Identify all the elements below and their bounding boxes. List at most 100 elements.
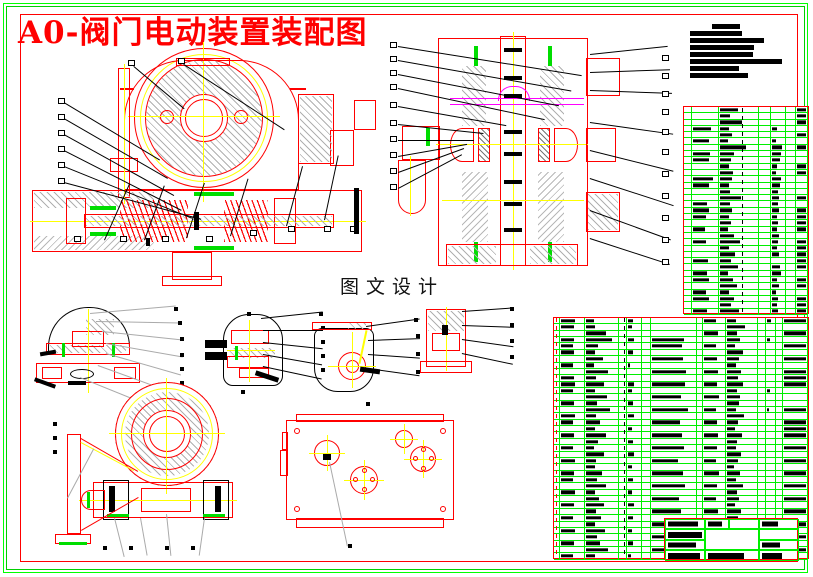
table-row[interactable]	[684, 245, 808, 252]
table-row[interactable]	[554, 368, 809, 376]
table-cell	[554, 387, 560, 394]
title-block-cell[interactable]	[665, 529, 705, 540]
table-row[interactable]	[554, 394, 809, 401]
table-row[interactable]	[554, 349, 809, 357]
cell-text-bar	[560, 388, 573, 393]
cell-text-bar	[797, 170, 807, 175]
table-row[interactable]	[684, 264, 808, 271]
table-row[interactable]	[554, 438, 809, 446]
table-row[interactable]	[684, 226, 808, 233]
table-row[interactable]	[554, 387, 809, 395]
table-row[interactable]	[554, 343, 809, 350]
table-row[interactable]	[684, 302, 808, 309]
table-row[interactable]	[554, 426, 809, 433]
table-row[interactable]	[554, 508, 809, 516]
table-row[interactable]	[554, 457, 809, 465]
table-cell	[796, 232, 808, 239]
table-row[interactable]	[554, 489, 809, 497]
balloon-marker	[662, 193, 669, 199]
title-block-cell[interactable]	[759, 519, 799, 529]
table-cell	[692, 239, 720, 245]
table-row[interactable]	[684, 239, 808, 246]
table-cell	[692, 270, 720, 277]
bom-table-upper[interactable]	[683, 106, 809, 315]
table-row[interactable]	[684, 157, 808, 164]
table-cell	[651, 457, 698, 464]
table-row[interactable]	[684, 220, 808, 227]
title-block-cell[interactable]	[759, 550, 799, 561]
title-block-cell[interactable]	[729, 519, 759, 529]
title-block-cell[interactable]	[665, 519, 705, 529]
table-row[interactable]	[684, 251, 808, 259]
table-row[interactable]	[684, 176, 808, 183]
table-row[interactable]	[684, 144, 808, 152]
cell-text-bar	[627, 338, 634, 342]
cell-text-bar	[771, 145, 782, 150]
table-row[interactable]	[684, 163, 808, 170]
table-row[interactable]	[684, 188, 808, 196]
table-row[interactable]	[554, 337, 809, 344]
title-block-cell[interactable]	[705, 550, 759, 561]
cell-text-bar	[703, 395, 719, 399]
table-cell	[619, 508, 627, 515]
title-block-cell[interactable]	[759, 529, 799, 540]
table-row[interactable]	[684, 113, 808, 120]
table-row[interactable]	[554, 400, 809, 408]
table-row[interactable]	[554, 419, 809, 427]
table-row[interactable]	[554, 432, 809, 439]
cell-text-bar	[585, 414, 596, 418]
table-row[interactable]	[684, 295, 808, 303]
table-row[interactable]	[684, 232, 808, 240]
title-block-cell[interactable]	[665, 550, 705, 561]
table-cell	[585, 502, 619, 508]
cell-text-bar	[771, 284, 779, 288]
table-row[interactable]	[684, 283, 808, 290]
table-row[interactable]	[554, 502, 809, 509]
table-row[interactable]	[684, 182, 808, 189]
table-row[interactable]	[684, 132, 808, 139]
table-cell	[719, 144, 759, 151]
title-block[interactable]	[664, 518, 799, 561]
title-block-cell[interactable]	[759, 540, 799, 550]
table-row[interactable]	[554, 381, 809, 388]
table-row[interactable]	[684, 258, 808, 265]
title-block-cell[interactable]	[665, 540, 705, 550]
table-row[interactable]	[554, 476, 809, 484]
table-row[interactable]	[554, 407, 809, 414]
table-row[interactable]	[684, 308, 808, 315]
table-row[interactable]	[554, 362, 809, 369]
table-row[interactable]	[554, 375, 809, 382]
table-row[interactable]	[684, 125, 808, 133]
table-row[interactable]	[684, 195, 808, 202]
table-row[interactable]	[554, 318, 809, 325]
table-row[interactable]	[684, 277, 808, 284]
table-cell	[758, 496, 767, 502]
table-row[interactable]	[554, 483, 809, 490]
table-row[interactable]	[684, 201, 808, 208]
table-row[interactable]	[684, 270, 808, 278]
table-row[interactable]	[684, 119, 808, 126]
table-row[interactable]	[554, 464, 809, 471]
table-row[interactable]	[554, 451, 809, 458]
table-row[interactable]	[684, 151, 808, 158]
table-row[interactable]	[684, 138, 808, 145]
table-row[interactable]	[554, 324, 809, 331]
table-row[interactable]	[554, 496, 809, 503]
table-row[interactable]	[554, 445, 809, 452]
table-row[interactable]	[684, 169, 808, 177]
table-row[interactable]	[684, 214, 808, 221]
table-row[interactable]	[554, 356, 809, 363]
view-detail-b	[205, 311, 325, 398]
cell-text-bar	[771, 183, 780, 187]
table-row[interactable]	[684, 289, 808, 296]
table-row[interactable]	[554, 330, 809, 338]
table-row[interactable]	[554, 413, 809, 420]
table-cell	[776, 508, 784, 515]
table-cell	[719, 302, 759, 308]
table-row[interactable]	[684, 207, 808, 215]
title-block-cell[interactable]	[705, 529, 759, 550]
table-row[interactable]	[684, 107, 808, 114]
table-row[interactable]	[554, 470, 809, 477]
title-block-cell[interactable]	[705, 519, 729, 529]
access-hole-cl-h	[390, 439, 418, 440]
